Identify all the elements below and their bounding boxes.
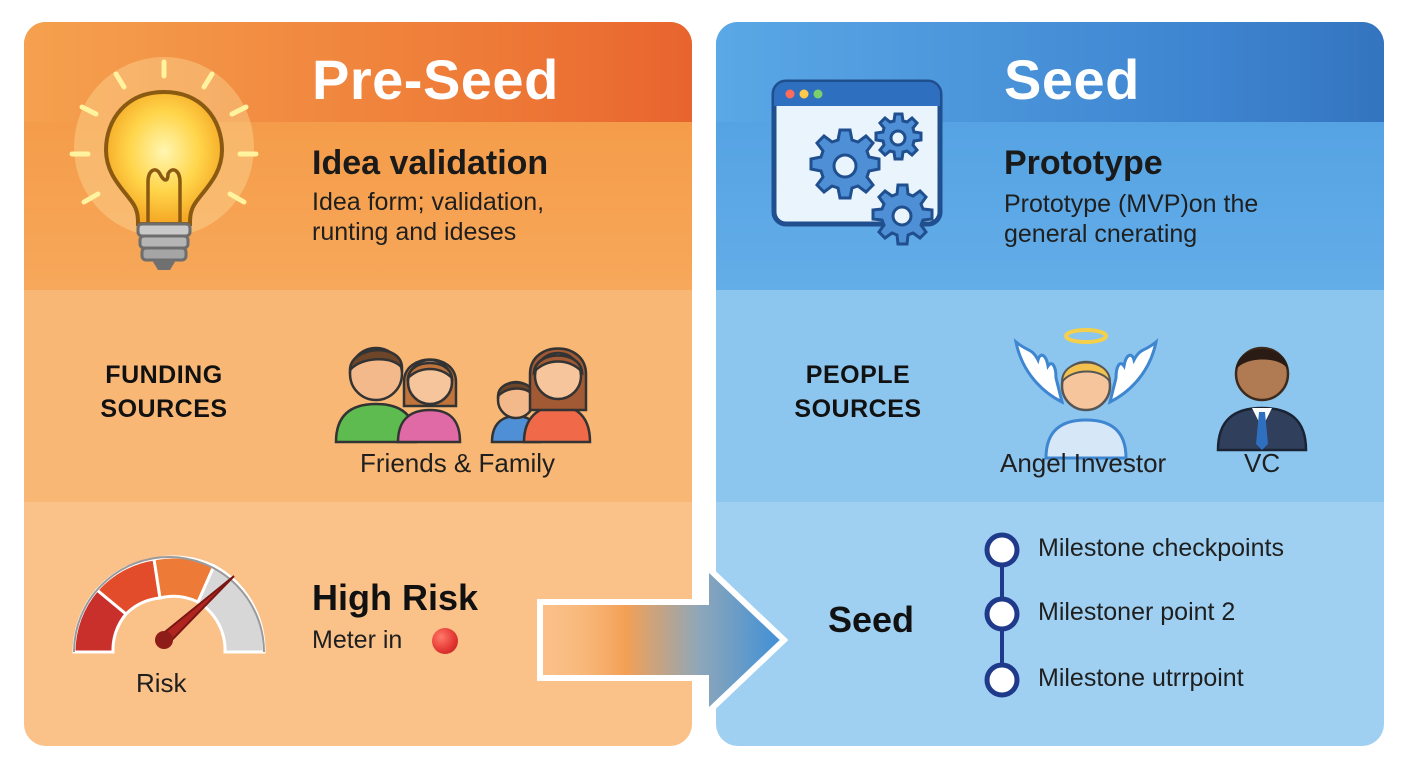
funding-sources-label: FUNDING SOURCES bbox=[84, 358, 244, 426]
milestone-item-1: Milestone checkpoints bbox=[1038, 534, 1284, 562]
risk-text: Meter in bbox=[312, 626, 403, 654]
people-sources-label-line-1: PEOPLE bbox=[805, 361, 911, 389]
red-indicator-icon bbox=[432, 628, 458, 654]
pre-seed-subtitle: Idea validation bbox=[312, 144, 549, 182]
pre-seed-description-line-1: Idea form; validation, bbox=[312, 188, 545, 216]
seed-panel: Seed Prototype Prototype (MVP)on the gen… bbox=[716, 22, 1384, 746]
people-sources-label-line-2: SOURCES bbox=[794, 395, 922, 423]
browser-gears-icon bbox=[771, 79, 943, 246]
vc-caption: VC bbox=[1244, 448, 1281, 478]
milestone-item-2: Milestoner point 2 bbox=[1038, 598, 1236, 626]
funding-sources-label-line-1: FUNDING bbox=[105, 361, 223, 389]
people-sources-label: PEOPLE SOURCES bbox=[778, 358, 938, 426]
milestone-node-3 bbox=[984, 662, 1020, 698]
seed-description-line-1: Prototype (MVP)on the bbox=[1004, 190, 1259, 218]
arrow-icon bbox=[537, 559, 789, 721]
pre-seed-panel: Pre-Seed Idea validation Idea form; vali… bbox=[24, 22, 692, 746]
milestone-item-3: Milestone utrrpoint bbox=[1038, 664, 1244, 692]
pre-seed-description-line-2: runting and ideses bbox=[312, 218, 517, 246]
milestone-node-1 bbox=[984, 532, 1020, 568]
gauge-label: Risk bbox=[136, 668, 187, 698]
friends-family-caption: Friends & Family bbox=[360, 448, 556, 478]
risk-title: High Risk bbox=[312, 577, 479, 618]
angel-investor-caption: Angel Investor bbox=[1000, 448, 1167, 478]
risk-gauge-icon bbox=[72, 555, 266, 654]
angel-investor-icon bbox=[1013, 328, 1159, 460]
seed-stage-label: Seed bbox=[828, 599, 915, 640]
seed-description-line-2: general cnerating bbox=[1004, 220, 1198, 248]
seed-milestone-band bbox=[716, 502, 1384, 746]
vc-icon bbox=[1216, 346, 1308, 452]
milestone-timeline bbox=[984, 532, 1020, 698]
lightbulb-icon bbox=[69, 57, 259, 270]
pre-seed-title: Pre-Seed bbox=[312, 48, 559, 111]
seed-title: Seed bbox=[1004, 48, 1140, 111]
funding-sources-label-line-2: SOURCES bbox=[100, 395, 228, 423]
pre-seed-description: Idea form; validation, runting and idese… bbox=[312, 187, 544, 247]
milestone-node-2 bbox=[984, 596, 1020, 632]
seed-subtitle: Prototype bbox=[1004, 144, 1163, 182]
seed-description: Prototype (MVP)on the general cnerating bbox=[1004, 189, 1258, 249]
family-icon bbox=[334, 346, 592, 444]
